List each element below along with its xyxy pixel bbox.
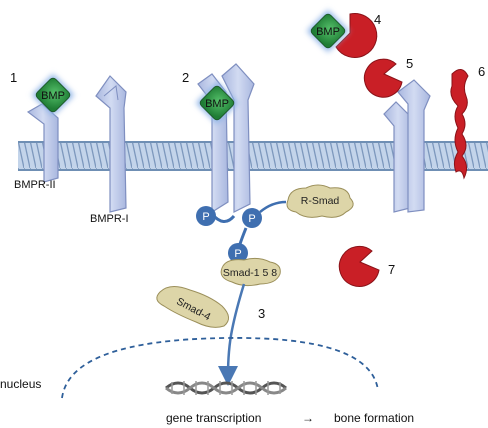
- dna-helix: [165, 381, 287, 395]
- antagonist-4: [335, 13, 378, 58]
- step-number-2: 2: [182, 70, 189, 85]
- receptor-bmpr1-1: [95, 75, 127, 213]
- step-number-4: 4: [374, 12, 381, 27]
- step-number-3: 3: [258, 306, 265, 321]
- phosphate-label-1: P: [202, 211, 209, 223]
- smad-158-label: Smad-1 5 8: [223, 267, 277, 279]
- r-smad: R-Smad: [286, 184, 354, 218]
- bmpr1-label: BMPR-I: [90, 213, 129, 225]
- step-number-5: 5: [406, 56, 413, 71]
- bmp-label-4: BMP: [316, 26, 340, 38]
- step-number-7: 7: [388, 262, 395, 277]
- phosphate-label-3: P: [234, 248, 241, 260]
- step-number-1: 1: [10, 70, 17, 85]
- antagonist-7: [338, 245, 380, 287]
- bmp-label-2: BMP: [205, 98, 229, 110]
- smad-158: Smad-1 5 8: [220, 257, 281, 287]
- receptor-complex-2: [197, 63, 255, 214]
- bmp-antagonist-complex-4: BMP: [306, 9, 378, 58]
- bmp-ligand-1: BMP: [31, 73, 75, 117]
- nucleus-label: nucleus: [0, 377, 41, 391]
- antagonist-5: [363, 58, 403, 98]
- gene-transcription-label: gene transcription: [166, 411, 261, 425]
- bmpr2-label: BMPR-II: [14, 179, 56, 191]
- phosphate-group: P P P: [196, 200, 287, 263]
- phosphate-label-2: P: [248, 213, 255, 225]
- step-number-6: 6: [478, 64, 485, 79]
- bone-formation-label: bone formation: [334, 411, 414, 425]
- r-smad-label: R-Smad: [301, 195, 340, 207]
- bmp-ligand-2: BMP: [195, 81, 239, 125]
- transition-arrow: →: [302, 411, 314, 425]
- antagonist-6: [450, 69, 469, 180]
- receptor-complex-5: [383, 79, 431, 213]
- bmp-label-1: BMP: [41, 90, 65, 102]
- signal-arrow: [218, 283, 246, 386]
- smad-4: Smad-4: [156, 286, 229, 328]
